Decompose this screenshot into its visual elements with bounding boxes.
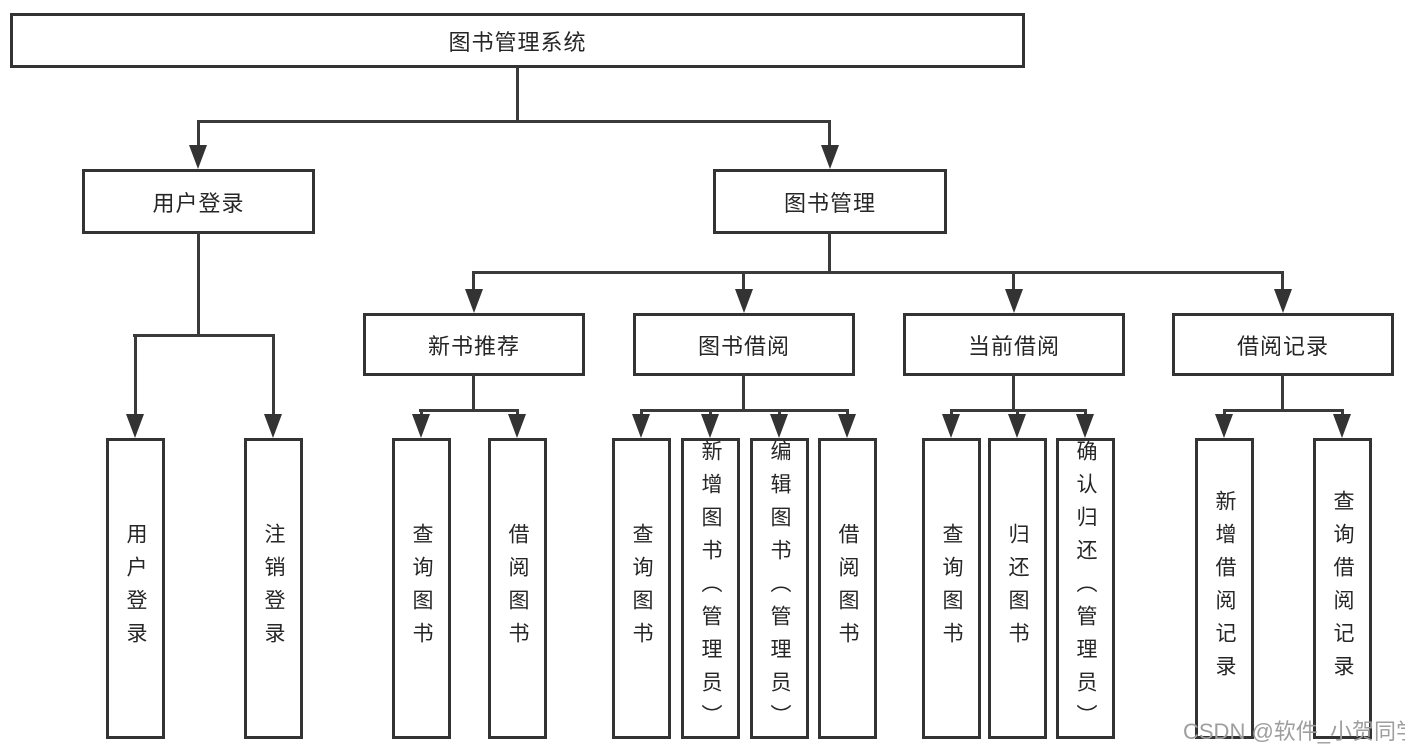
edge-to-leaf-logout bbox=[272, 334, 275, 420]
node-label: 用户登录 bbox=[152, 190, 245, 216]
edge-user-login-bar bbox=[133, 334, 275, 337]
node-library-management-system: 图书管理系统 bbox=[10, 13, 1025, 68]
leaf-logout: 注销登录 bbox=[244, 438, 303, 739]
node-label: 图书借阅 bbox=[697, 333, 790, 359]
edge-new-book-rec-stem bbox=[472, 374, 475, 412]
arrowhead-leaf-add-books bbox=[701, 414, 719, 438]
node-current-borrowing: 当前借阅 bbox=[903, 313, 1125, 376]
arrowhead-leaf-user-login bbox=[126, 414, 144, 438]
node-book-management: 图书管理 bbox=[713, 169, 947, 234]
arrowhead-leaf-edit-books bbox=[770, 414, 788, 438]
leaf-add-borrow-record: 新增借阅记录 bbox=[1195, 438, 1254, 739]
leaf-label: 借阅图书 bbox=[836, 522, 859, 655]
arrowhead-borrowing-records bbox=[1274, 289, 1292, 313]
arrowhead-user-login bbox=[189, 145, 207, 169]
node-label: 图书管理系统 bbox=[448, 29, 587, 55]
arrowhead-leaf-query-borrow-record bbox=[1333, 414, 1351, 438]
leaf-query-books-current: 查询图书 bbox=[922, 438, 981, 739]
edge-to-book-borrowing bbox=[742, 271, 745, 295]
node-label: 当前借阅 bbox=[967, 333, 1060, 359]
node-borrowing-records: 借阅记录 bbox=[1172, 313, 1394, 376]
leaf-label: 归还图书 bbox=[1006, 522, 1029, 655]
leaf-label: 注销登录 bbox=[262, 522, 285, 655]
leaf-borrow-books: 借阅图书 bbox=[818, 438, 877, 739]
leaf-edit-books-admin: 编辑图书（管理员） bbox=[750, 438, 809, 739]
edge-book-mgmt-bar bbox=[472, 271, 1284, 274]
node-label: 借阅记录 bbox=[1236, 333, 1329, 359]
edge-root-bar bbox=[197, 120, 831, 123]
leaf-label: 查询借阅记录 bbox=[1331, 489, 1354, 688]
leaf-borrow-books-recommend: 借阅图书 bbox=[488, 438, 547, 739]
arrowhead-leaf-borrow-books-recommend bbox=[508, 414, 526, 438]
edge-borrowing-records-bar bbox=[1223, 409, 1343, 412]
leaf-add-books-admin: 新增图书（管理员） bbox=[681, 438, 740, 739]
edge-to-book-management bbox=[828, 120, 831, 150]
edge-current-borrowing-stem bbox=[1012, 374, 1015, 412]
leaf-confirm-return-admin: 确认归还（管理员） bbox=[1056, 438, 1115, 739]
arrowhead-leaf-logout bbox=[264, 414, 282, 438]
arrowhead-leaf-borrow-books bbox=[838, 414, 856, 438]
arrowhead-book-borrowing bbox=[735, 289, 753, 313]
arrowhead-leaf-query-books-borrowing bbox=[632, 414, 650, 438]
leaf-label: 编辑图书（管理员） bbox=[768, 440, 791, 737]
leaf-user-login: 用户登录 bbox=[106, 438, 165, 739]
edge-borrowing-records-stem bbox=[1281, 374, 1284, 412]
edge-to-leaf-user-login bbox=[134, 334, 137, 420]
edge-to-new-book-rec bbox=[472, 271, 475, 295]
edge-to-user-login bbox=[197, 120, 200, 150]
edge-root-stem bbox=[516, 67, 519, 123]
edge-new-book-rec-bar bbox=[419, 409, 519, 412]
edge-book-mgmt-stem bbox=[828, 232, 831, 274]
arrowhead-leaf-confirm-return bbox=[1076, 414, 1094, 438]
csdn-watermark: CSDN @软件_小贺同学 bbox=[1183, 719, 1405, 744]
leaf-query-borrow-record: 查询借阅记录 bbox=[1313, 438, 1372, 739]
leaf-label: 用户登录 bbox=[124, 522, 147, 655]
arrowhead-current-borrowing bbox=[1005, 289, 1023, 313]
node-book-borrowing: 图书借阅 bbox=[633, 313, 855, 376]
leaf-label: 查询图书 bbox=[630, 522, 653, 655]
arrowhead-leaf-query-books-current bbox=[942, 414, 960, 438]
node-user-login: 用户登录 bbox=[82, 169, 315, 234]
edge-book-borrowing-bar bbox=[640, 409, 848, 412]
arrowhead-leaf-return-books bbox=[1008, 414, 1026, 438]
node-label: 图书管理 bbox=[783, 190, 876, 216]
leaf-label: 借阅图书 bbox=[506, 522, 529, 655]
leaf-label: 查询图书 bbox=[940, 522, 963, 655]
leaf-label: 查询图书 bbox=[410, 522, 433, 655]
arrowhead-book-management bbox=[821, 145, 839, 169]
edge-to-borrowing-records bbox=[1281, 271, 1284, 295]
edge-book-borrowing-stem bbox=[742, 374, 745, 412]
leaf-query-books-recommend: 查询图书 bbox=[392, 438, 451, 739]
leaf-label: 新增借阅记录 bbox=[1213, 489, 1236, 688]
edge-to-current-borrowing bbox=[1012, 271, 1015, 295]
arrowhead-new-book-rec bbox=[465, 289, 483, 313]
node-new-book-recommendation: 新书推荐 bbox=[363, 313, 585, 376]
arrowhead-leaf-add-borrow-record bbox=[1215, 414, 1233, 438]
arrowhead-leaf-query-books-recommend bbox=[412, 414, 430, 438]
leaf-label: 确认归还（管理员） bbox=[1074, 440, 1097, 737]
edge-user-login-stem bbox=[197, 232, 200, 337]
leaf-label: 新增图书（管理员） bbox=[699, 440, 722, 737]
leaf-return-books: 归还图书 bbox=[988, 438, 1047, 739]
node-label: 新书推荐 bbox=[427, 333, 520, 359]
leaf-query-books-borrowing: 查询图书 bbox=[612, 438, 671, 739]
